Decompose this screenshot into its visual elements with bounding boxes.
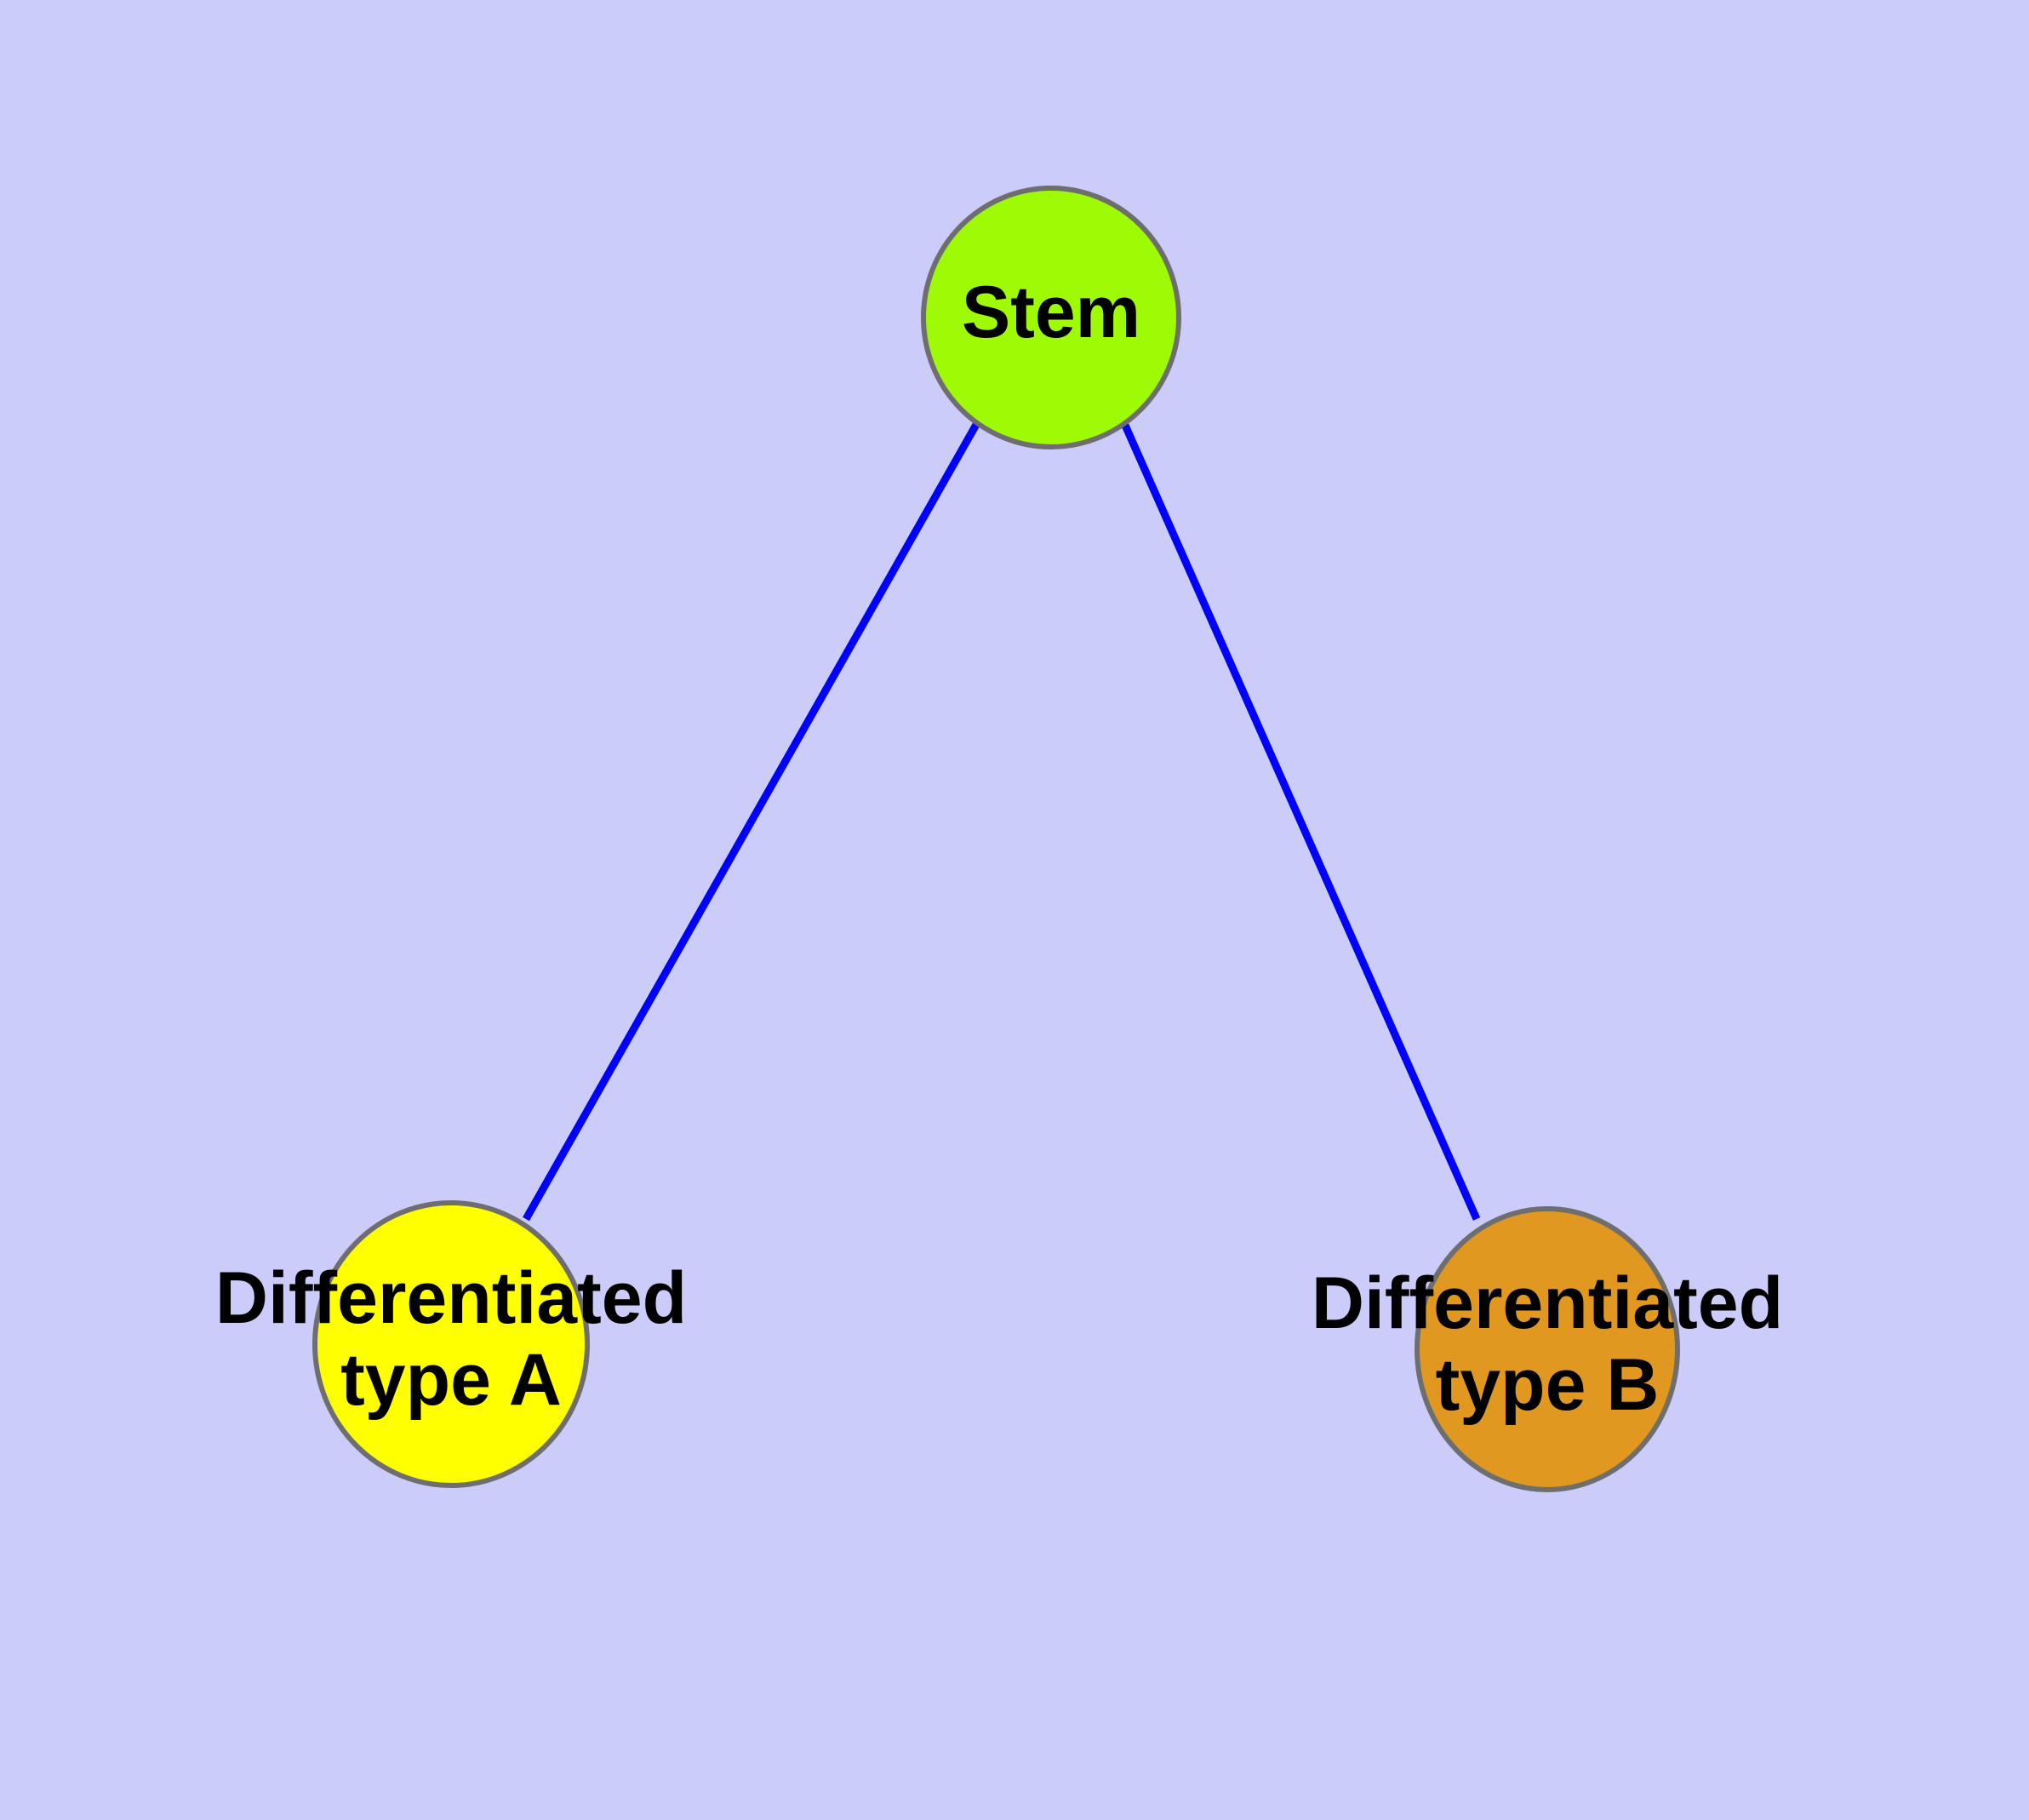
edge-layer [523, 420, 1481, 1222]
edge-stem-to-diff-b [1119, 420, 1481, 1221]
node-layer [312, 186, 1680, 1492]
node-stem-label: Stem [962, 272, 1140, 353]
edge-stem-to-diff-a [523, 421, 980, 1222]
node-stem-shape[interactable] [921, 186, 1181, 449]
node-diff-a-shape[interactable] [312, 1200, 590, 1488]
node-diff-b-shape[interactable] [1415, 1206, 1680, 1492]
